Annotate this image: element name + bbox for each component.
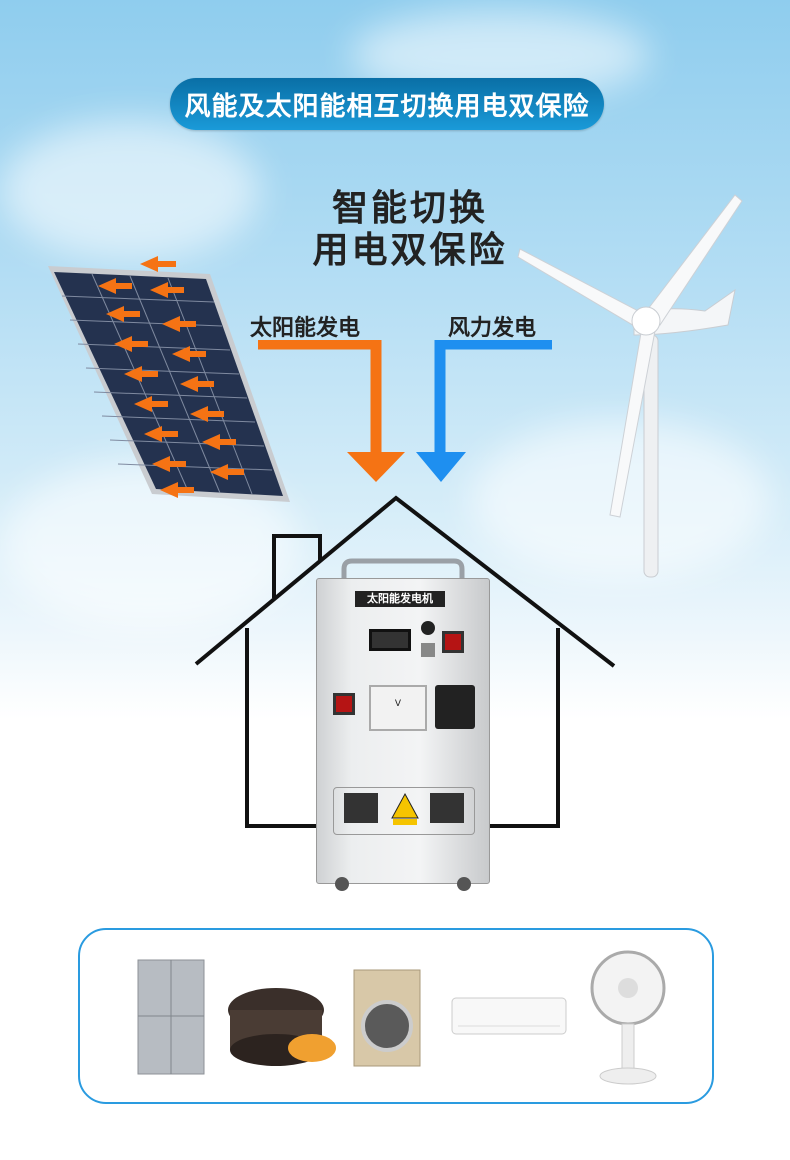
warning-sign-icon bbox=[391, 792, 419, 825]
wind-turbine-icon bbox=[517, 194, 743, 578]
solar-label: 太阳能发电 bbox=[250, 316, 361, 341]
voltmeter: V bbox=[369, 685, 427, 731]
headline: 智能切换 用电双保险 bbox=[250, 188, 570, 272]
power-switch[interactable] bbox=[442, 631, 464, 653]
house-outline-icon bbox=[194, 495, 616, 828]
wind-arrow-icon bbox=[434, 340, 552, 452]
ac-switch[interactable] bbox=[333, 693, 355, 715]
refrigerator-icon bbox=[137, 959, 205, 1075]
generator-title: 太阳能发电机 bbox=[355, 591, 445, 607]
title-banner: 风能及太阳能相互切换用电双保险 bbox=[170, 78, 604, 130]
washing-machine-icon bbox=[353, 969, 421, 1067]
wind-label: 风力发电 bbox=[448, 316, 537, 341]
solar-generator: 太阳能发电机 V bbox=[316, 578, 490, 891]
ac-outlet bbox=[344, 793, 378, 823]
headline-line2: 用电双保险 bbox=[312, 230, 508, 271]
cloud bbox=[0, 120, 260, 260]
ac-outlet bbox=[430, 793, 464, 823]
usb-port bbox=[421, 643, 435, 657]
caster-wheel bbox=[335, 877, 349, 891]
sun-flow-arrows bbox=[98, 256, 244, 498]
desk-fan-icon bbox=[590, 950, 666, 1085]
solar-arrow-icon bbox=[258, 340, 382, 452]
flow-arrows bbox=[258, 340, 552, 482]
ac-outlet-panel bbox=[333, 787, 475, 835]
dc-output-ports bbox=[435, 685, 475, 729]
appliances-panel bbox=[78, 928, 714, 1104]
rice-cooker-icon bbox=[228, 988, 336, 1066]
air-conditioner-icon bbox=[451, 997, 567, 1035]
display-panel bbox=[369, 629, 411, 651]
power-button[interactable] bbox=[421, 621, 435, 635]
headline-line1: 智能切换 bbox=[331, 188, 488, 229]
solar-panel-icon bbox=[48, 256, 290, 502]
caster-wheel bbox=[457, 877, 471, 891]
